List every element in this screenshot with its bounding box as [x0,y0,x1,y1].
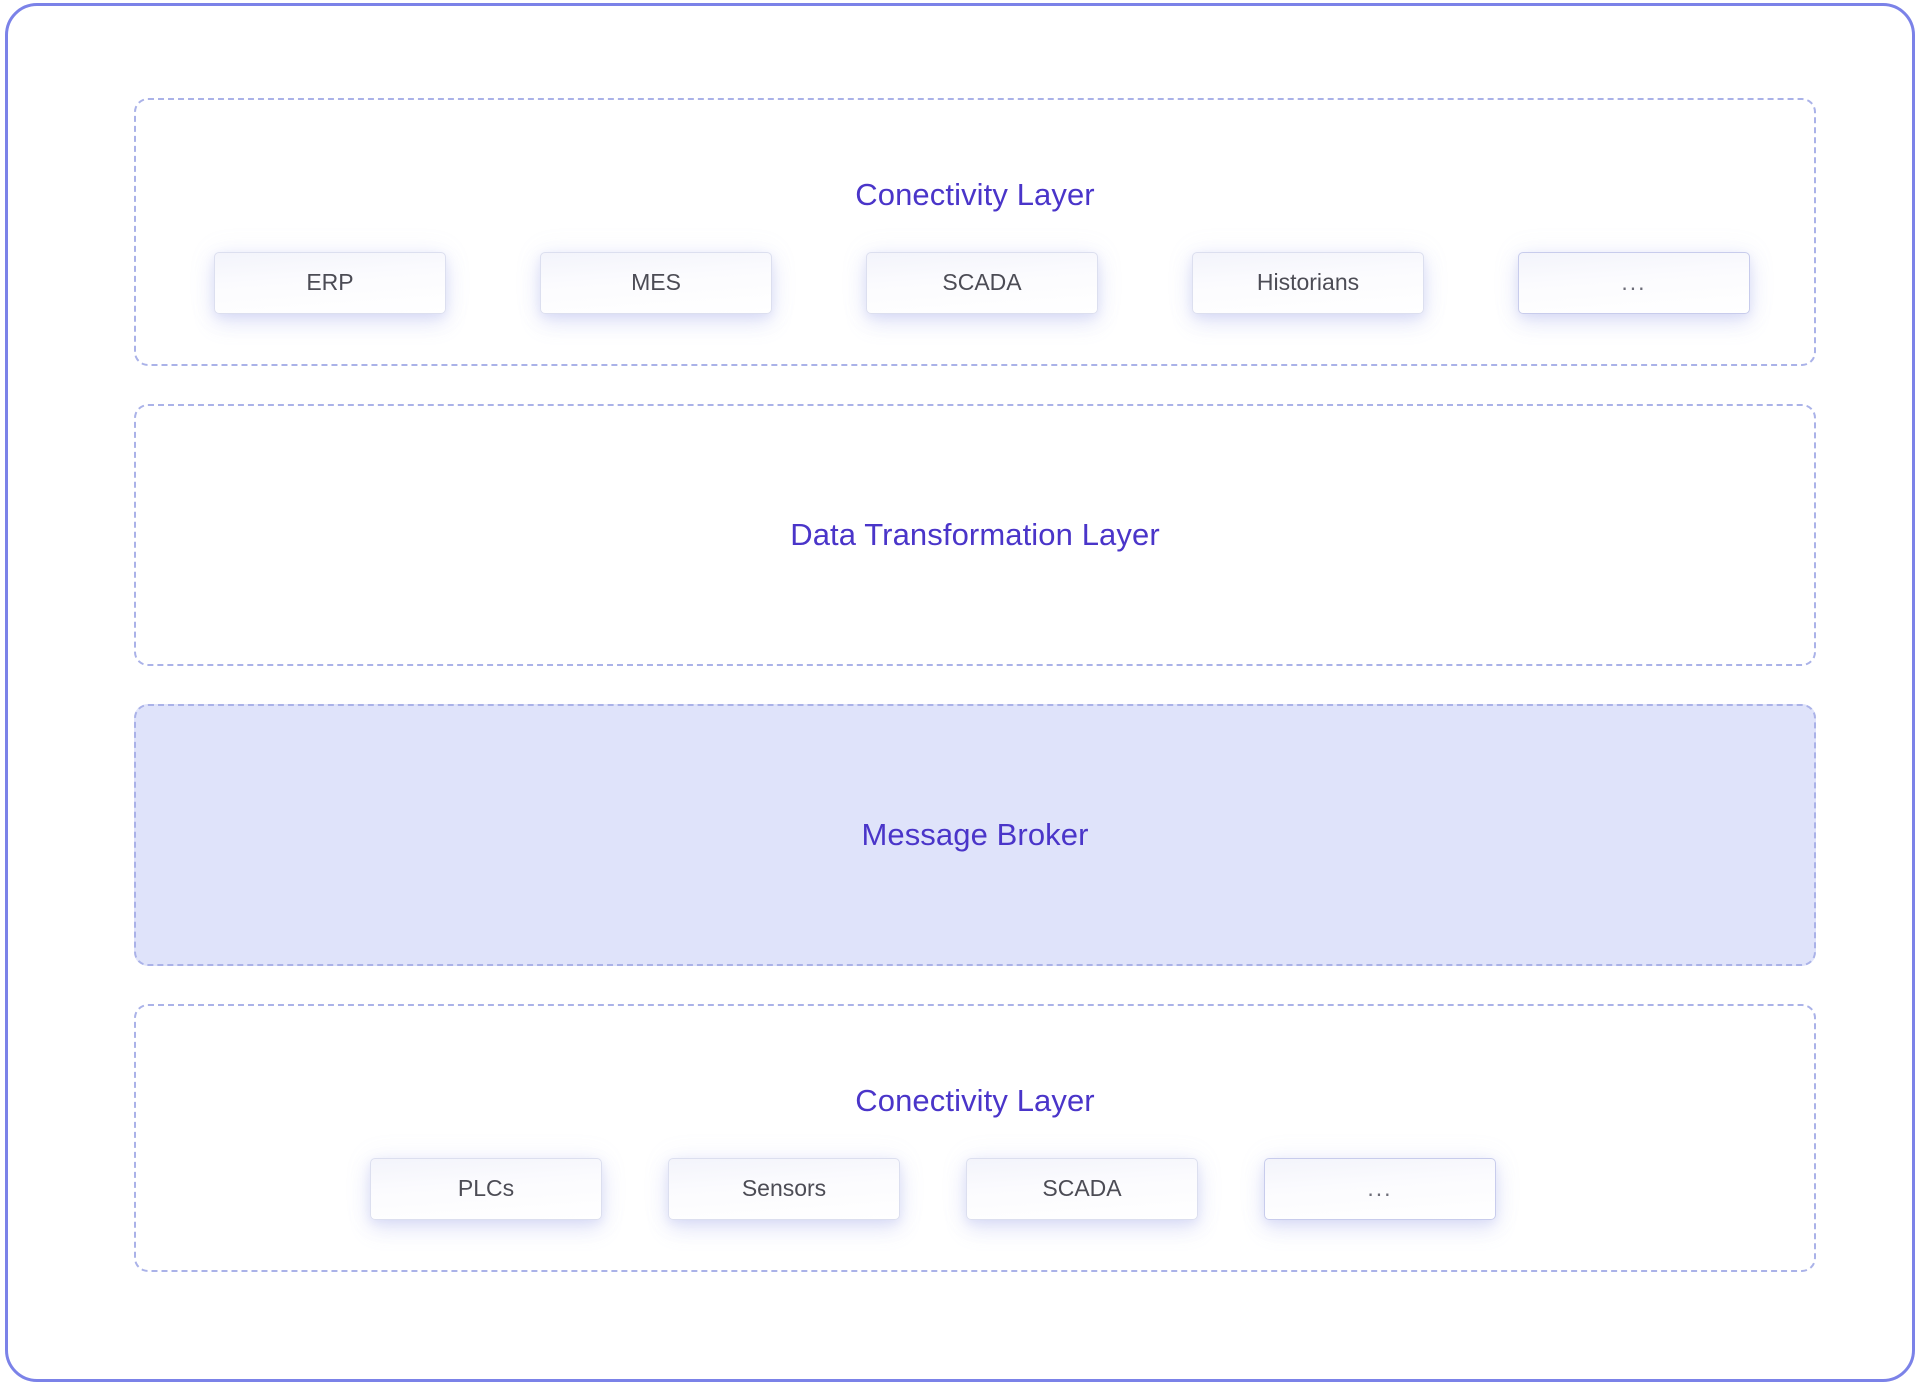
chip-label: ... [1621,269,1647,296]
layer-section-connectivity-bottom: Conectivity Layer PLCs Sensors SCADA ... [134,1004,1816,1272]
chip-sensors[interactable]: Sensors [668,1157,900,1220]
chip-label: PLCs [457,1175,515,1202]
chip-scada-bottom[interactable]: SCADA [966,1157,1198,1220]
layer-stack: Conectivity Layer ERP MES SCADA Historia… [134,98,1816,1272]
chip-label: SCADA [1042,1175,1122,1202]
chip-row-top: ERP MES SCADA Historians ... [136,251,1814,314]
layer-section-data-transformation: Data Transformation Layer [134,404,1816,666]
chip-plcs[interactable]: PLCs [370,1157,602,1220]
layer-section-connectivity-top: Conectivity Layer ERP MES SCADA Historia… [134,98,1816,366]
chip-row-bottom: PLCs Sensors SCADA ... [136,1157,1814,1220]
chip-label: Historians [1256,269,1360,296]
chip-mes[interactable]: MES [540,251,772,314]
layer-section-message-broker: Message Broker [134,704,1816,966]
chip-scada-top[interactable]: SCADA [866,251,1098,314]
layer-title-connectivity-bottom: Conectivity Layer [855,1083,1095,1119]
layer-title-data-transformation: Data Transformation Layer [790,517,1160,553]
layer-title-message-broker: Message Broker [861,817,1089,853]
layer-title-connectivity-top: Conectivity Layer [855,177,1095,213]
chip-more-top[interactable]: ... [1518,251,1750,314]
chip-label: ... [1367,1175,1393,1202]
outer-frame: Conectivity Layer ERP MES SCADA Historia… [5,3,1915,1382]
chip-label: MES [631,269,681,296]
chip-label: ERP [306,269,354,296]
chip-label: SCADA [942,269,1022,296]
chip-erp[interactable]: ERP [214,251,446,314]
chip-historians[interactable]: Historians [1192,251,1424,314]
chip-more-bottom[interactable]: ... [1264,1157,1496,1220]
chip-label: Sensors [741,1175,827,1202]
